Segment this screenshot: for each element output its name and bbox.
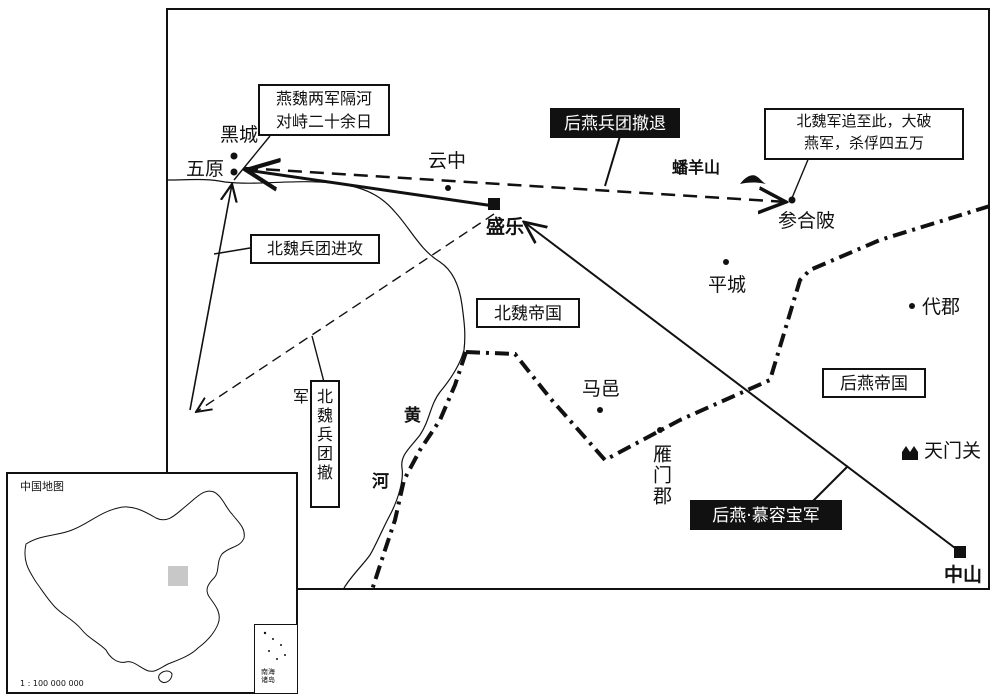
panyangshan-label: 蟠羊山: [672, 158, 721, 177]
shengle-city-icon: [488, 198, 500, 210]
attack-pointer: [213, 247, 251, 255]
mayi-label: 马邑: [582, 378, 621, 400]
yan-to-wuyuan-route: [246, 170, 495, 208]
victory-line2: 燕军，杀俘四五万: [803, 133, 924, 152]
south-sea-line1: 南海: [261, 668, 275, 676]
wuyuan-label: 五原: [186, 158, 225, 180]
yunzhong-label: 云中: [428, 150, 467, 172]
china-inset-map: 中国地图 南海 诸岛 1 : 100 000 000: [6, 472, 298, 694]
south-sea-islands-box: 南海 诸岛: [254, 624, 298, 694]
south-sea-label: 南海 诸岛: [261, 668, 275, 684]
inset-title: 中国地图: [20, 480, 64, 493]
yan-retreat-route: [243, 166, 786, 202]
yunzhong-dot-icon: [445, 185, 451, 191]
heicheng-label: 黑城: [220, 124, 259, 146]
retreat-callout: 后燕兵团撤退: [550, 108, 680, 138]
standoff-pointer: [233, 135, 271, 181]
wei-withdraw-route: [196, 213, 495, 412]
withdraw-pointer: [311, 335, 325, 383]
south-sea-line2: 诸岛: [261, 675, 275, 684]
south-sea-islands-icon: [263, 631, 286, 660]
hou-yan-region-label: 后燕帝国: [822, 368, 926, 398]
yellow-river-label-2: 河: [372, 472, 389, 492]
border-line-west: [370, 351, 468, 591]
standoff-line2: 对峙二十余日: [275, 112, 372, 132]
inset-scale: 1 : 100 000 000: [20, 679, 84, 688]
border-line: [465, 204, 991, 463]
region-highlight-marker: [168, 566, 188, 586]
wei-attack-route: [189, 184, 232, 411]
pingcheng-dot-icon: [723, 259, 729, 265]
yan-army-pointer: [811, 465, 849, 503]
zhongshan-label: 中山: [944, 564, 983, 586]
retreat-pointer: [604, 135, 621, 187]
yan-army-callout: 后燕·慕容宝军: [690, 500, 842, 530]
victory-line1: 北魏军追至此，大破: [796, 112, 932, 130]
mountain-icon: [740, 175, 766, 184]
daijun-dot-icon: [909, 303, 915, 309]
pingcheng-label: 平城: [708, 274, 747, 296]
mayi-dot-icon: [597, 407, 603, 413]
daijun-label: 代郡: [922, 296, 961, 318]
canhebei-dot-icon: [788, 196, 796, 204]
bei-wei-region-label: 北魏帝国: [476, 298, 580, 328]
china-outline-icon: [24, 490, 245, 683]
standoff-line1: 燕魏两军隔河: [275, 89, 372, 108]
pass-icon: [902, 446, 918, 460]
yan-advance-route: [524, 222, 956, 549]
victory-callout: 北魏军追至此，大破 燕军，杀俘四五万: [764, 108, 964, 160]
wei-attack-callout: 北魏兵团进攻: [250, 234, 380, 264]
wei-withdraw-callout: 北魏兵团撤军: [290, 380, 340, 508]
shengle-label: 盛乐: [486, 216, 525, 238]
standoff-callout: 燕魏两军隔河 对峙二十余日: [258, 84, 390, 136]
yanmenjun-label: 雁门郡: [650, 444, 672, 507]
canhebei-label: 参合陂: [778, 210, 836, 232]
tianmenguan-label: 天门关: [924, 440, 982, 462]
wuyuan-dot-icon: [230, 168, 238, 176]
yellow-river-label-1: 黄: [404, 406, 421, 426]
yanmen-dot-icon: [657, 427, 663, 433]
zhongshan-city-icon: [954, 546, 966, 558]
heicheng-dot-icon: [230, 152, 238, 160]
